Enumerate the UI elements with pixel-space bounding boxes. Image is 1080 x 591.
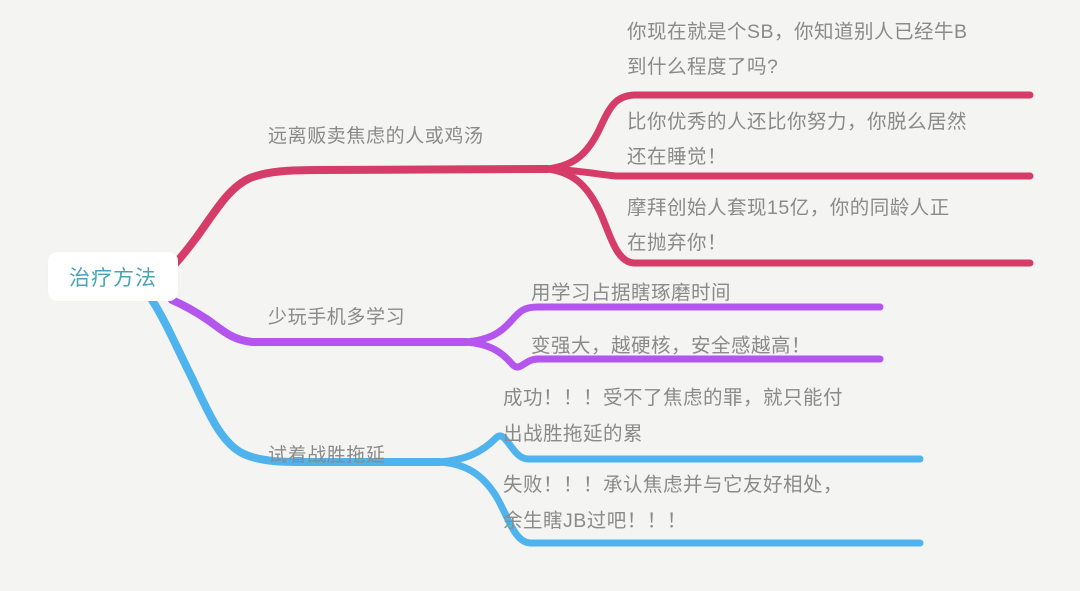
leaf-crimson-3-line2[interactable]: 在抛弃你！ (627, 232, 728, 254)
root-node[interactable]: 治疗方法 (48, 252, 178, 301)
leaf-blue-1-line2[interactable]: 出战胜拖延的累 (503, 423, 644, 445)
leaf-crimson-2-line2[interactable]: 还在睡觉！ (627, 146, 728, 168)
leaf-blue-2-line2[interactable]: 余生瞎JB过吧！！！ (503, 510, 687, 532)
branch-label-crimson[interactable]: 远离贩卖焦虑的人或鸡汤 (268, 126, 484, 147)
leaf-crimson-2-line1[interactable]: 比你优秀的人还比你努力，你脱么居然 (627, 111, 968, 133)
leaf-crimson-1-line2[interactable]: 到什么程度了吗? (627, 56, 779, 78)
leaf-blue-2-line1[interactable]: 失败！！！承认焦虑并与它友好相处， (503, 474, 844, 496)
leaf-crimson-3-line1[interactable]: 摩拜创始人套现15亿，你的同龄人正 (627, 197, 950, 219)
leaf-purple-1-line1[interactable]: 用学习占据瞎琢磨时间 (531, 282, 732, 304)
crimson-sub2-path (544, 165, 1034, 180)
branch-label-purple[interactable]: 少玩手机多学习 (268, 307, 406, 328)
root-node-label: 治疗方法 (69, 266, 157, 290)
leaf-purple-2-line1[interactable]: 变强大，越硬核，安全感越高！ (531, 335, 812, 357)
crimson-trunk-path (146, 165, 552, 294)
leaf-blue-1-line1[interactable]: 成功！！！受不了焦虑的罪，就只能付 (503, 387, 844, 409)
branch-label-blue[interactable]: 试着战胜拖延 (268, 445, 386, 466)
leaf-crimson-1-line1[interactable]: 你现在就是个SB，你知道别人已经牛B (627, 21, 968, 43)
